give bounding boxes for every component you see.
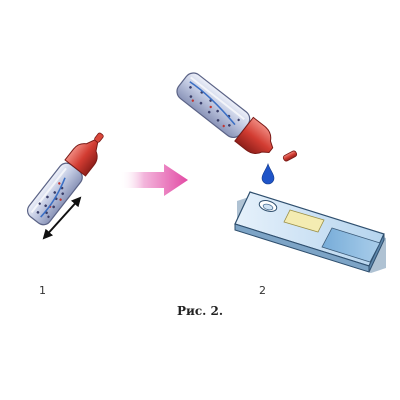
tube-dropping-icon bbox=[176, 72, 274, 154]
motion-arrow-icon bbox=[42, 196, 82, 240]
tube-shaking-icon bbox=[26, 132, 104, 226]
test-cassette-icon bbox=[234, 191, 386, 273]
step-label-2: 2 bbox=[259, 284, 266, 297]
step-label-1: 1 bbox=[39, 284, 46, 297]
removed-tip-icon bbox=[282, 150, 298, 162]
process-arrow-icon bbox=[120, 164, 188, 196]
figure-caption: Рис. 2. bbox=[176, 304, 224, 318]
result-window bbox=[283, 209, 325, 233]
sample-drop-icon bbox=[261, 163, 275, 185]
